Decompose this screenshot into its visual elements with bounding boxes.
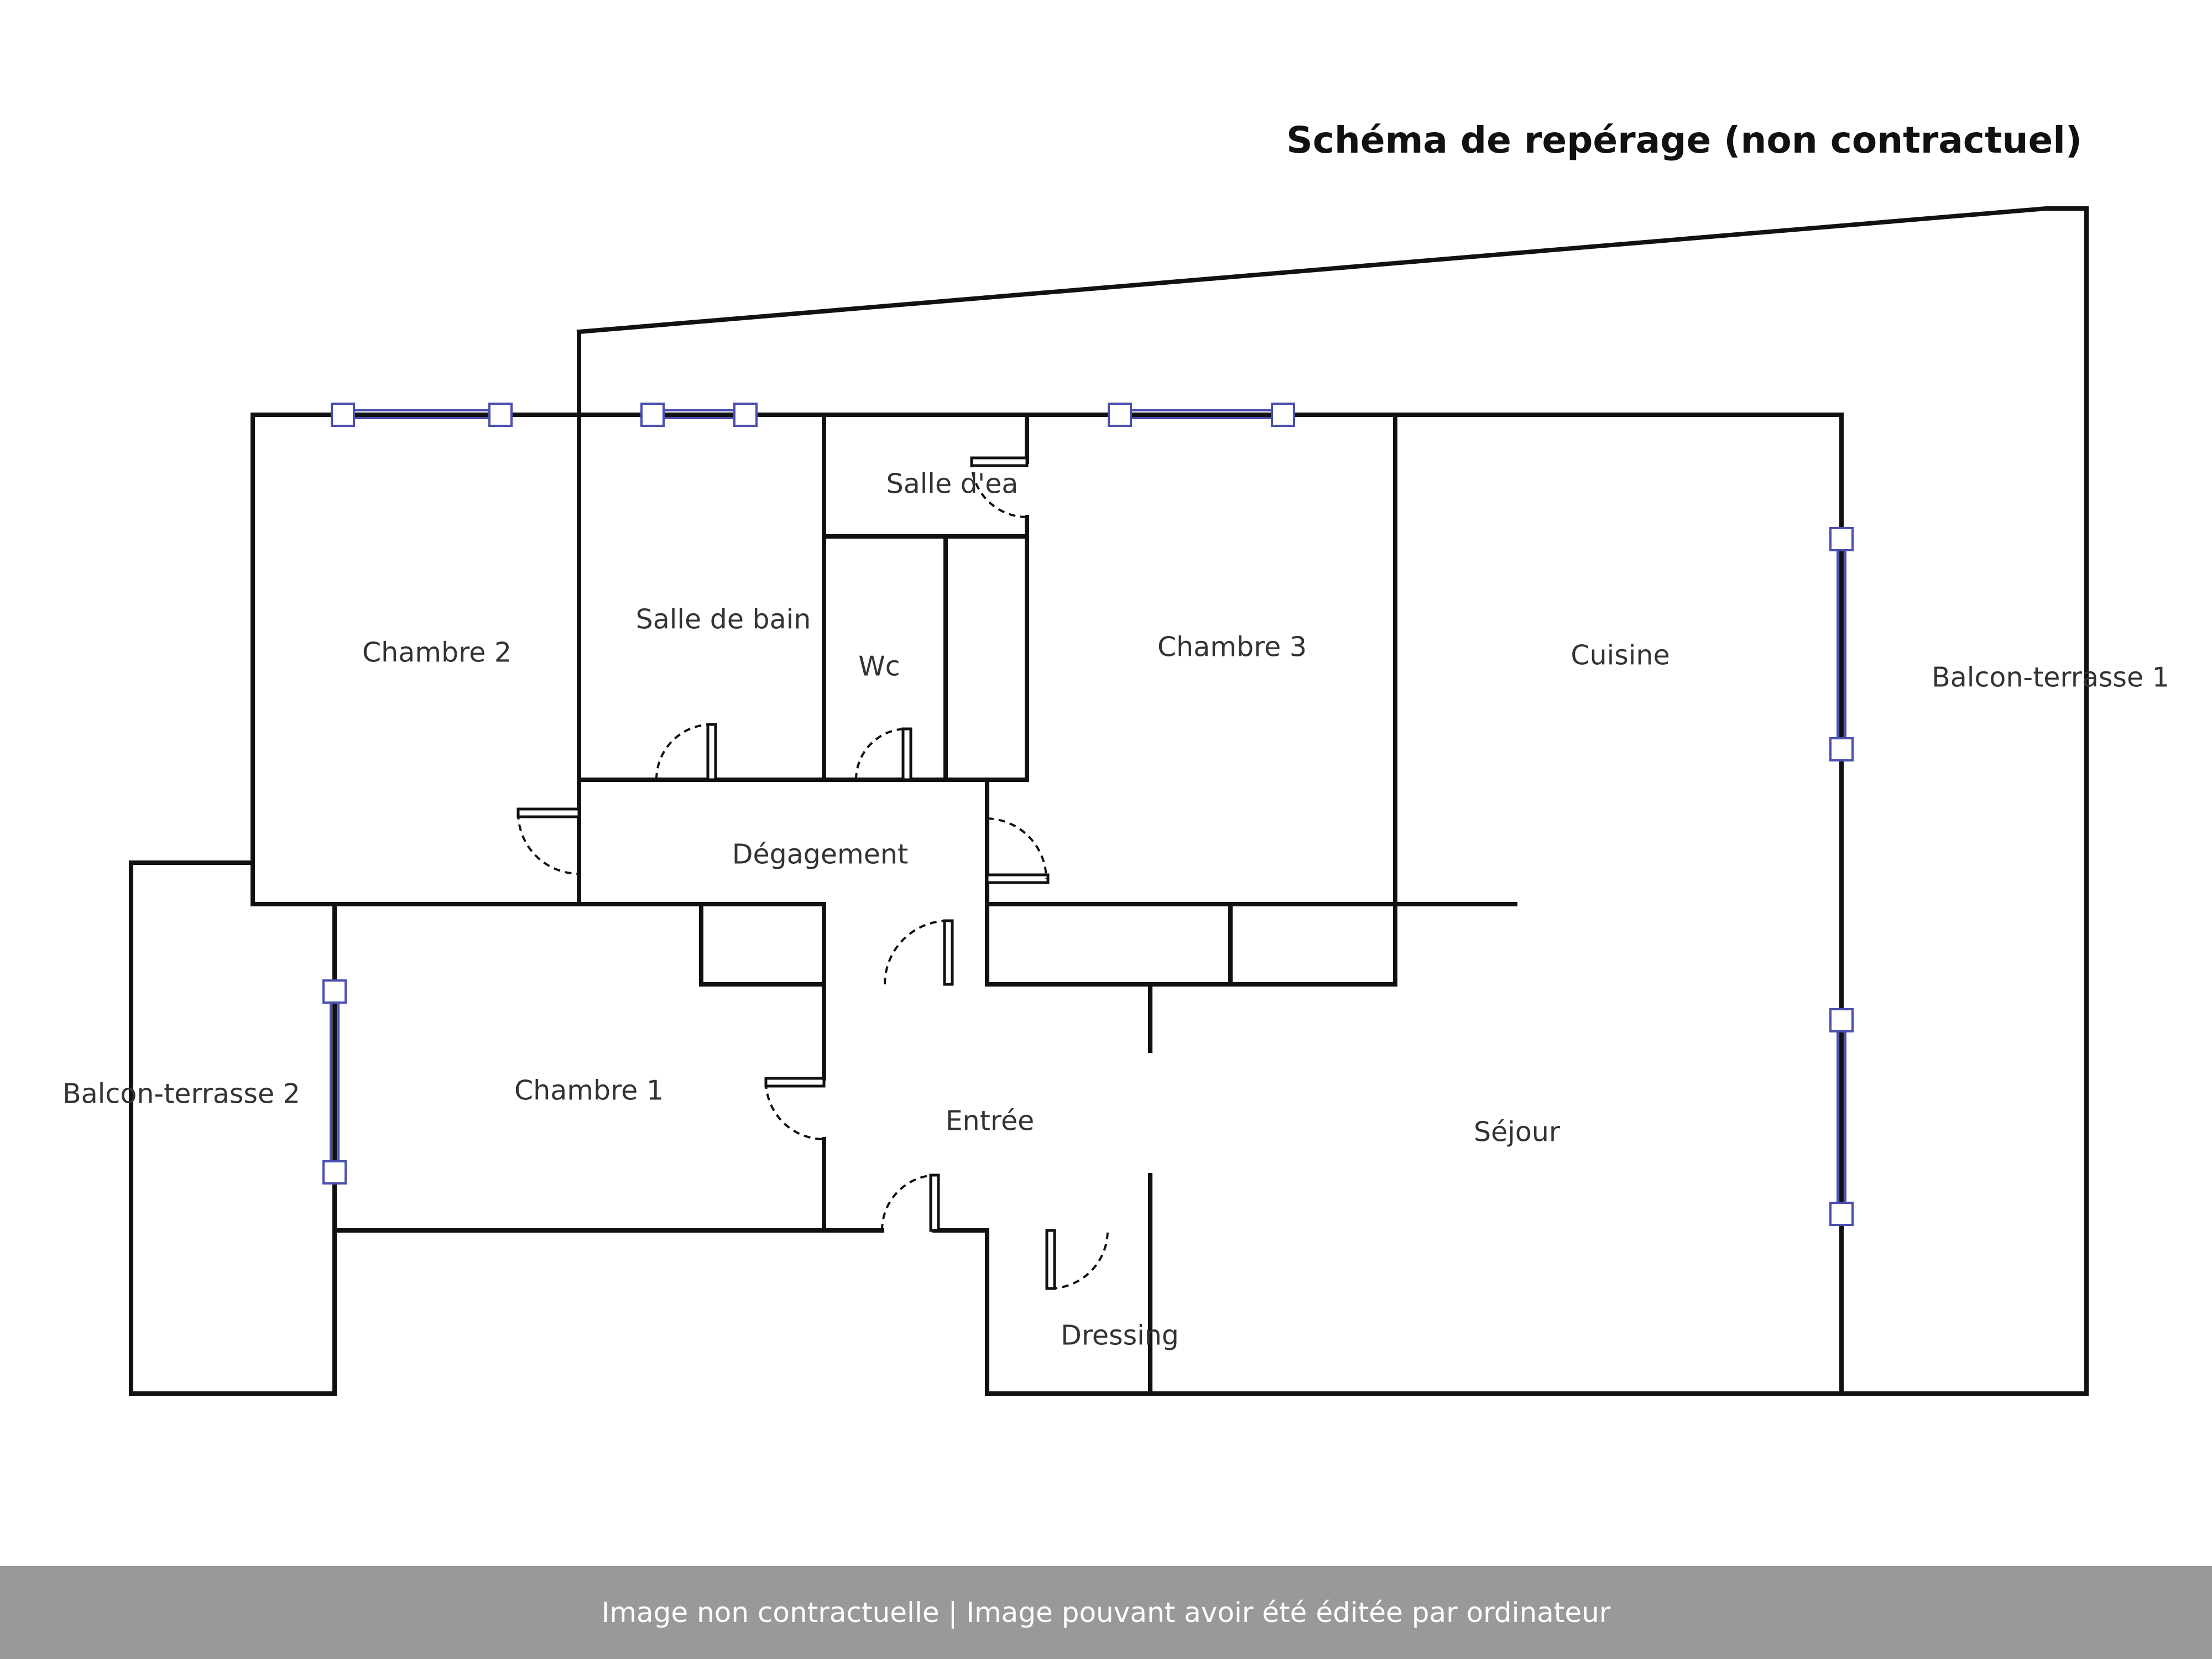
window-frame — [1829, 1008, 1854, 1032]
door-chambre3 — [985, 873, 1050, 884]
page-title: Schéma de repérage (non contractuel) — [1286, 119, 2082, 161]
room-label-salle-de-bain: Salle de bain — [635, 603, 811, 635]
window-frame — [1829, 1202, 1854, 1226]
window-frame — [1108, 403, 1132, 427]
room-label-sejour: Séjour — [1473, 1116, 1561, 1148]
wall — [699, 902, 826, 987]
door-swing — [884, 920, 949, 985]
door-swing — [987, 817, 1047, 879]
window-frame — [331, 403, 355, 427]
walls — [129, 206, 2089, 1396]
door-swing — [880, 1174, 935, 1231]
room-label-entree: Entrée — [945, 1105, 1035, 1137]
door-swing — [855, 728, 907, 780]
room-label-chambre1: Chambre 1 — [514, 1074, 664, 1107]
disclaimer-text: Image non contractuelle | Image pouvant … — [601, 1597, 1611, 1629]
door-wc — [901, 727, 912, 781]
room-label-dressing: Dressing — [1061, 1319, 1179, 1352]
room-label-degagement: Dégagement — [732, 838, 909, 870]
room-label-salle-deau: Salle d'ea — [886, 468, 1019, 500]
door-swing — [517, 812, 580, 875]
window-frame — [640, 403, 665, 427]
door-swing — [655, 723, 712, 780]
room-label-wc: Wc — [858, 650, 900, 682]
disclaimer-footer: Image non contractuelle | Image pouvant … — [0, 1566, 2212, 1659]
window-frame — [322, 979, 347, 1004]
room-label-chambre2: Chambre 2 — [362, 637, 512, 669]
window-frame — [733, 403, 758, 427]
window-frame — [322, 1160, 347, 1185]
room-label-cuisine: Cuisine — [1571, 639, 1670, 671]
room-label-chambre3: Chambre 3 — [1157, 631, 1307, 663]
window-frame — [1829, 527, 1854, 551]
door-salle-de-bain — [706, 723, 717, 781]
doors — [517, 456, 1109, 1290]
door-swing — [971, 461, 1027, 518]
door-chambre1 — [764, 1077, 826, 1088]
door-entree-closet — [929, 1173, 940, 1232]
door-swing — [765, 1082, 825, 1140]
door-degagement — [943, 919, 954, 986]
door-swing — [1050, 1230, 1109, 1290]
terrace-outline — [576, 206, 2089, 1396]
window-frame — [1829, 737, 1854, 761]
window-frame — [488, 403, 513, 427]
window-frame — [1271, 403, 1295, 427]
room-label-balcon2: Balcon-terrasse 2 — [62, 1078, 300, 1110]
windows — [322, 403, 1854, 1226]
balcony2-outline — [129, 860, 337, 1396]
wall-top — [251, 413, 1844, 1396]
dressing-outline — [985, 1228, 1844, 1396]
door-chambre2 — [517, 807, 581, 818]
room-label-balcon1: Balcon-terrasse 1 — [1932, 661, 2169, 693]
door-dressing — [1045, 1229, 1056, 1290]
door-salle-deau — [970, 456, 1029, 467]
